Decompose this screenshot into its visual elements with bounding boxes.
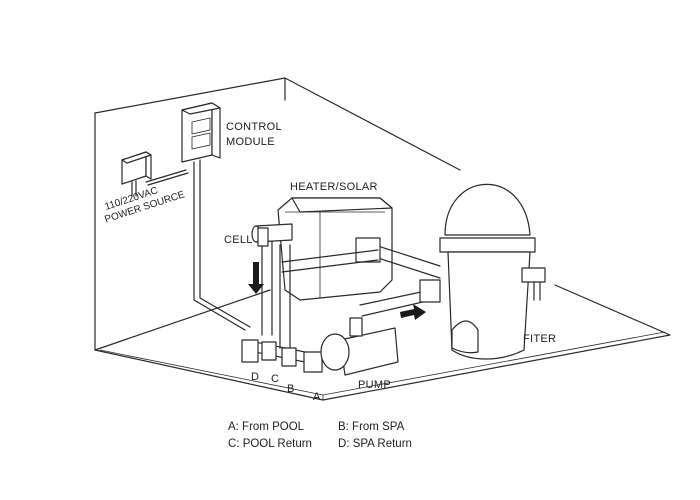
flow-arrows: [248, 262, 426, 320]
filter-label: FITER: [523, 333, 556, 345]
salt-cell: [251, 223, 293, 247]
right-arrow-icon: [400, 304, 426, 320]
heater-solar-label: HEATER/SOLAR: [290, 181, 378, 193]
filter-unit: [439, 183, 546, 360]
port-a-label: A: [313, 391, 321, 403]
control-module: [181, 102, 251, 331]
control-module-label-1: CONTROL: [226, 121, 282, 133]
floor-back-left-edge: [94, 289, 271, 351]
valves: [241, 339, 323, 373]
power-source-box: [121, 151, 189, 197]
power-source-label: 110/220VAC POWER SOURCE: [103, 185, 186, 225]
room: [94, 77, 671, 401]
control-module-label-2: MODULE: [226, 136, 275, 148]
cell-label: CELL: [224, 234, 253, 246]
pump-label: PUMP: [358, 379, 391, 391]
legend: A: From POOL B: From SPA C: POOL Return …: [228, 421, 412, 450]
port-b-label: B: [287, 383, 295, 395]
legend-a: A: From POOL: [228, 421, 305, 433]
down-arrow-icon: [248, 262, 264, 294]
pump-unit: [320, 317, 399, 376]
legend-c: C: POOL Return: [228, 438, 312, 450]
port-d-label: D: [251, 371, 259, 383]
port-c-label: C: [271, 373, 279, 385]
floor-outline: [94, 284, 671, 401]
legend-d: D: SPA Return: [338, 438, 412, 450]
legend-b: B: From SPA: [338, 421, 405, 433]
